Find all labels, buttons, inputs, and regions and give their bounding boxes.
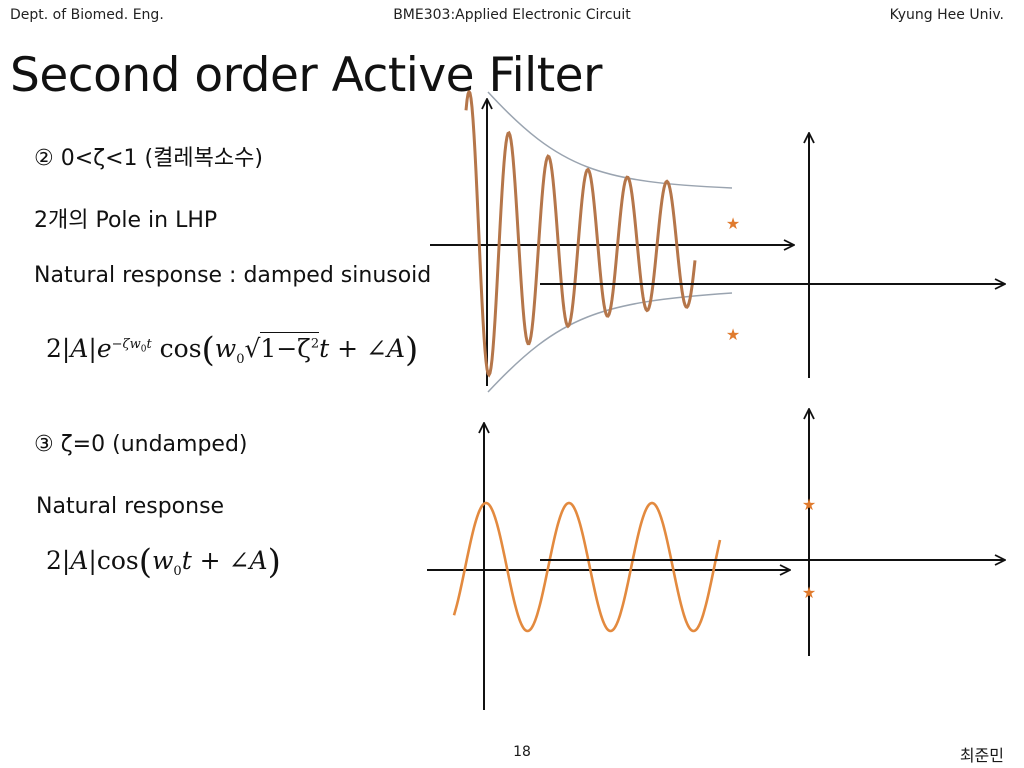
eq3-amplitude: A [70, 546, 89, 575]
eq3-tail: t + ∠A [181, 546, 268, 575]
eq2-w-sub: 0 [236, 352, 245, 367]
damped-time-plot [430, 88, 793, 393]
case2-heading: ② 0<ζ<1 (켤레복소수) [34, 146, 263, 171]
eq2-cos: cos [159, 334, 202, 363]
page-number: 18 [513, 744, 531, 760]
undamped-time-plot [427, 424, 789, 710]
header-department: Dept. of Biomed. Eng. [10, 7, 164, 23]
pole-lower-lhp: ★ [726, 325, 740, 344]
eq3-w-sub: 0 [173, 564, 182, 579]
undamped-sinusoid [452, 501, 722, 633]
eq2-amplitude: A [70, 334, 89, 363]
pole-upper-imag-axis: ★ [802, 495, 816, 514]
undamped-s-plane: ★ ★ [540, 410, 1004, 656]
eq2-coef: 2 [46, 334, 62, 363]
eq3-coef: 2 [46, 546, 62, 575]
eq2-square: 2 [310, 336, 320, 352]
pole-lower-imag-axis: ★ [802, 583, 816, 602]
case2-poles-text: 2개의 Pole in LHP [34, 208, 218, 233]
eq2-e: e [96, 334, 112, 363]
eq3-cos: cos [96, 546, 139, 575]
eq2-exp-t: t [146, 336, 152, 352]
case2-response-label: Natural response : damped sinusoid [34, 263, 432, 288]
header-university: Kyung Hee Univ. [889, 7, 1004, 23]
damped-sinusoid [464, 88, 697, 378]
eq2-exp: −ζw [111, 336, 141, 352]
pole-upper-lhp: ★ [726, 214, 740, 233]
eq2-root: 1−ζ [260, 334, 311, 363]
header-course: BME303:Applied Electronic Circuit [393, 7, 631, 23]
eq2-tail: t + ∠A [319, 334, 405, 363]
case3-heading: ③ ζ=0 (undamped) [34, 432, 248, 457]
undamped-response-equation: 2|A|cos(w0t + ∠A) [46, 542, 281, 582]
upper-envelope [487, 91, 733, 189]
lower-envelope [487, 292, 733, 393]
damped-response-equation: 2|A|e−ζw0t cos(w0√1−ζ2t + ∠A) [46, 330, 419, 370]
damped-s-plane: ★ ★ [540, 134, 1004, 378]
case3-response-label: Natural response [36, 494, 225, 519]
eq2-exp-sub: 0 [140, 344, 147, 355]
slide-title: Second order Active Filter [10, 48, 602, 103]
eq2-w: w [214, 334, 237, 363]
eq3-w: w [152, 546, 174, 575]
author-name: 최준민 [959, 746, 1004, 765]
